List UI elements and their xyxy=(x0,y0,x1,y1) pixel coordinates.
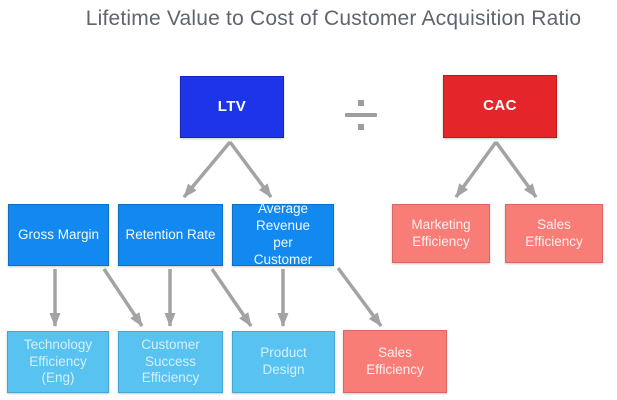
node-average-revenue-per-customer: Average Revenue per Customer xyxy=(232,201,334,267)
arrow-gross-margin-to-customer-success xyxy=(102,268,144,327)
node-sales-efficiency-cac: Sales Efficiency xyxy=(505,204,603,263)
arrow-avg-revenue-to-sales-efficiency xyxy=(336,266,383,328)
node-retention-rate: Retention Rate xyxy=(118,204,223,266)
divide-icon xyxy=(345,98,377,132)
page-title: Lifetime Value to Cost of Customer Acqui… xyxy=(85,7,582,30)
node-sales-efficiency-ltv: Sales Efficiency xyxy=(343,330,447,393)
node-cac: CAC xyxy=(443,75,557,138)
divide-dot-bottom xyxy=(358,124,364,130)
node-ltv: LTV xyxy=(180,76,284,138)
node-gross-margin: Gross Margin xyxy=(8,204,109,266)
arrow-ltv-to-retention-rate xyxy=(182,140,232,199)
divide-bar xyxy=(345,113,377,117)
arrow-cac-to-marketing-efficiency xyxy=(454,140,498,199)
arrow-cac-to-sales-efficiency xyxy=(494,140,538,199)
arrow-ltv-to-avg-revenue xyxy=(228,140,273,199)
node-product-design: Product Design xyxy=(232,331,335,393)
divide-dot-top xyxy=(358,100,364,106)
node-marketing-efficiency: Marketing Efficiency xyxy=(392,204,490,263)
node-customer-success-efficiency: Customer Success Efficiency xyxy=(118,331,223,393)
arrow-retention-rate-to-product-design xyxy=(210,268,253,327)
node-technology-efficiency: Technology Efficiency (Eng) xyxy=(7,331,109,393)
